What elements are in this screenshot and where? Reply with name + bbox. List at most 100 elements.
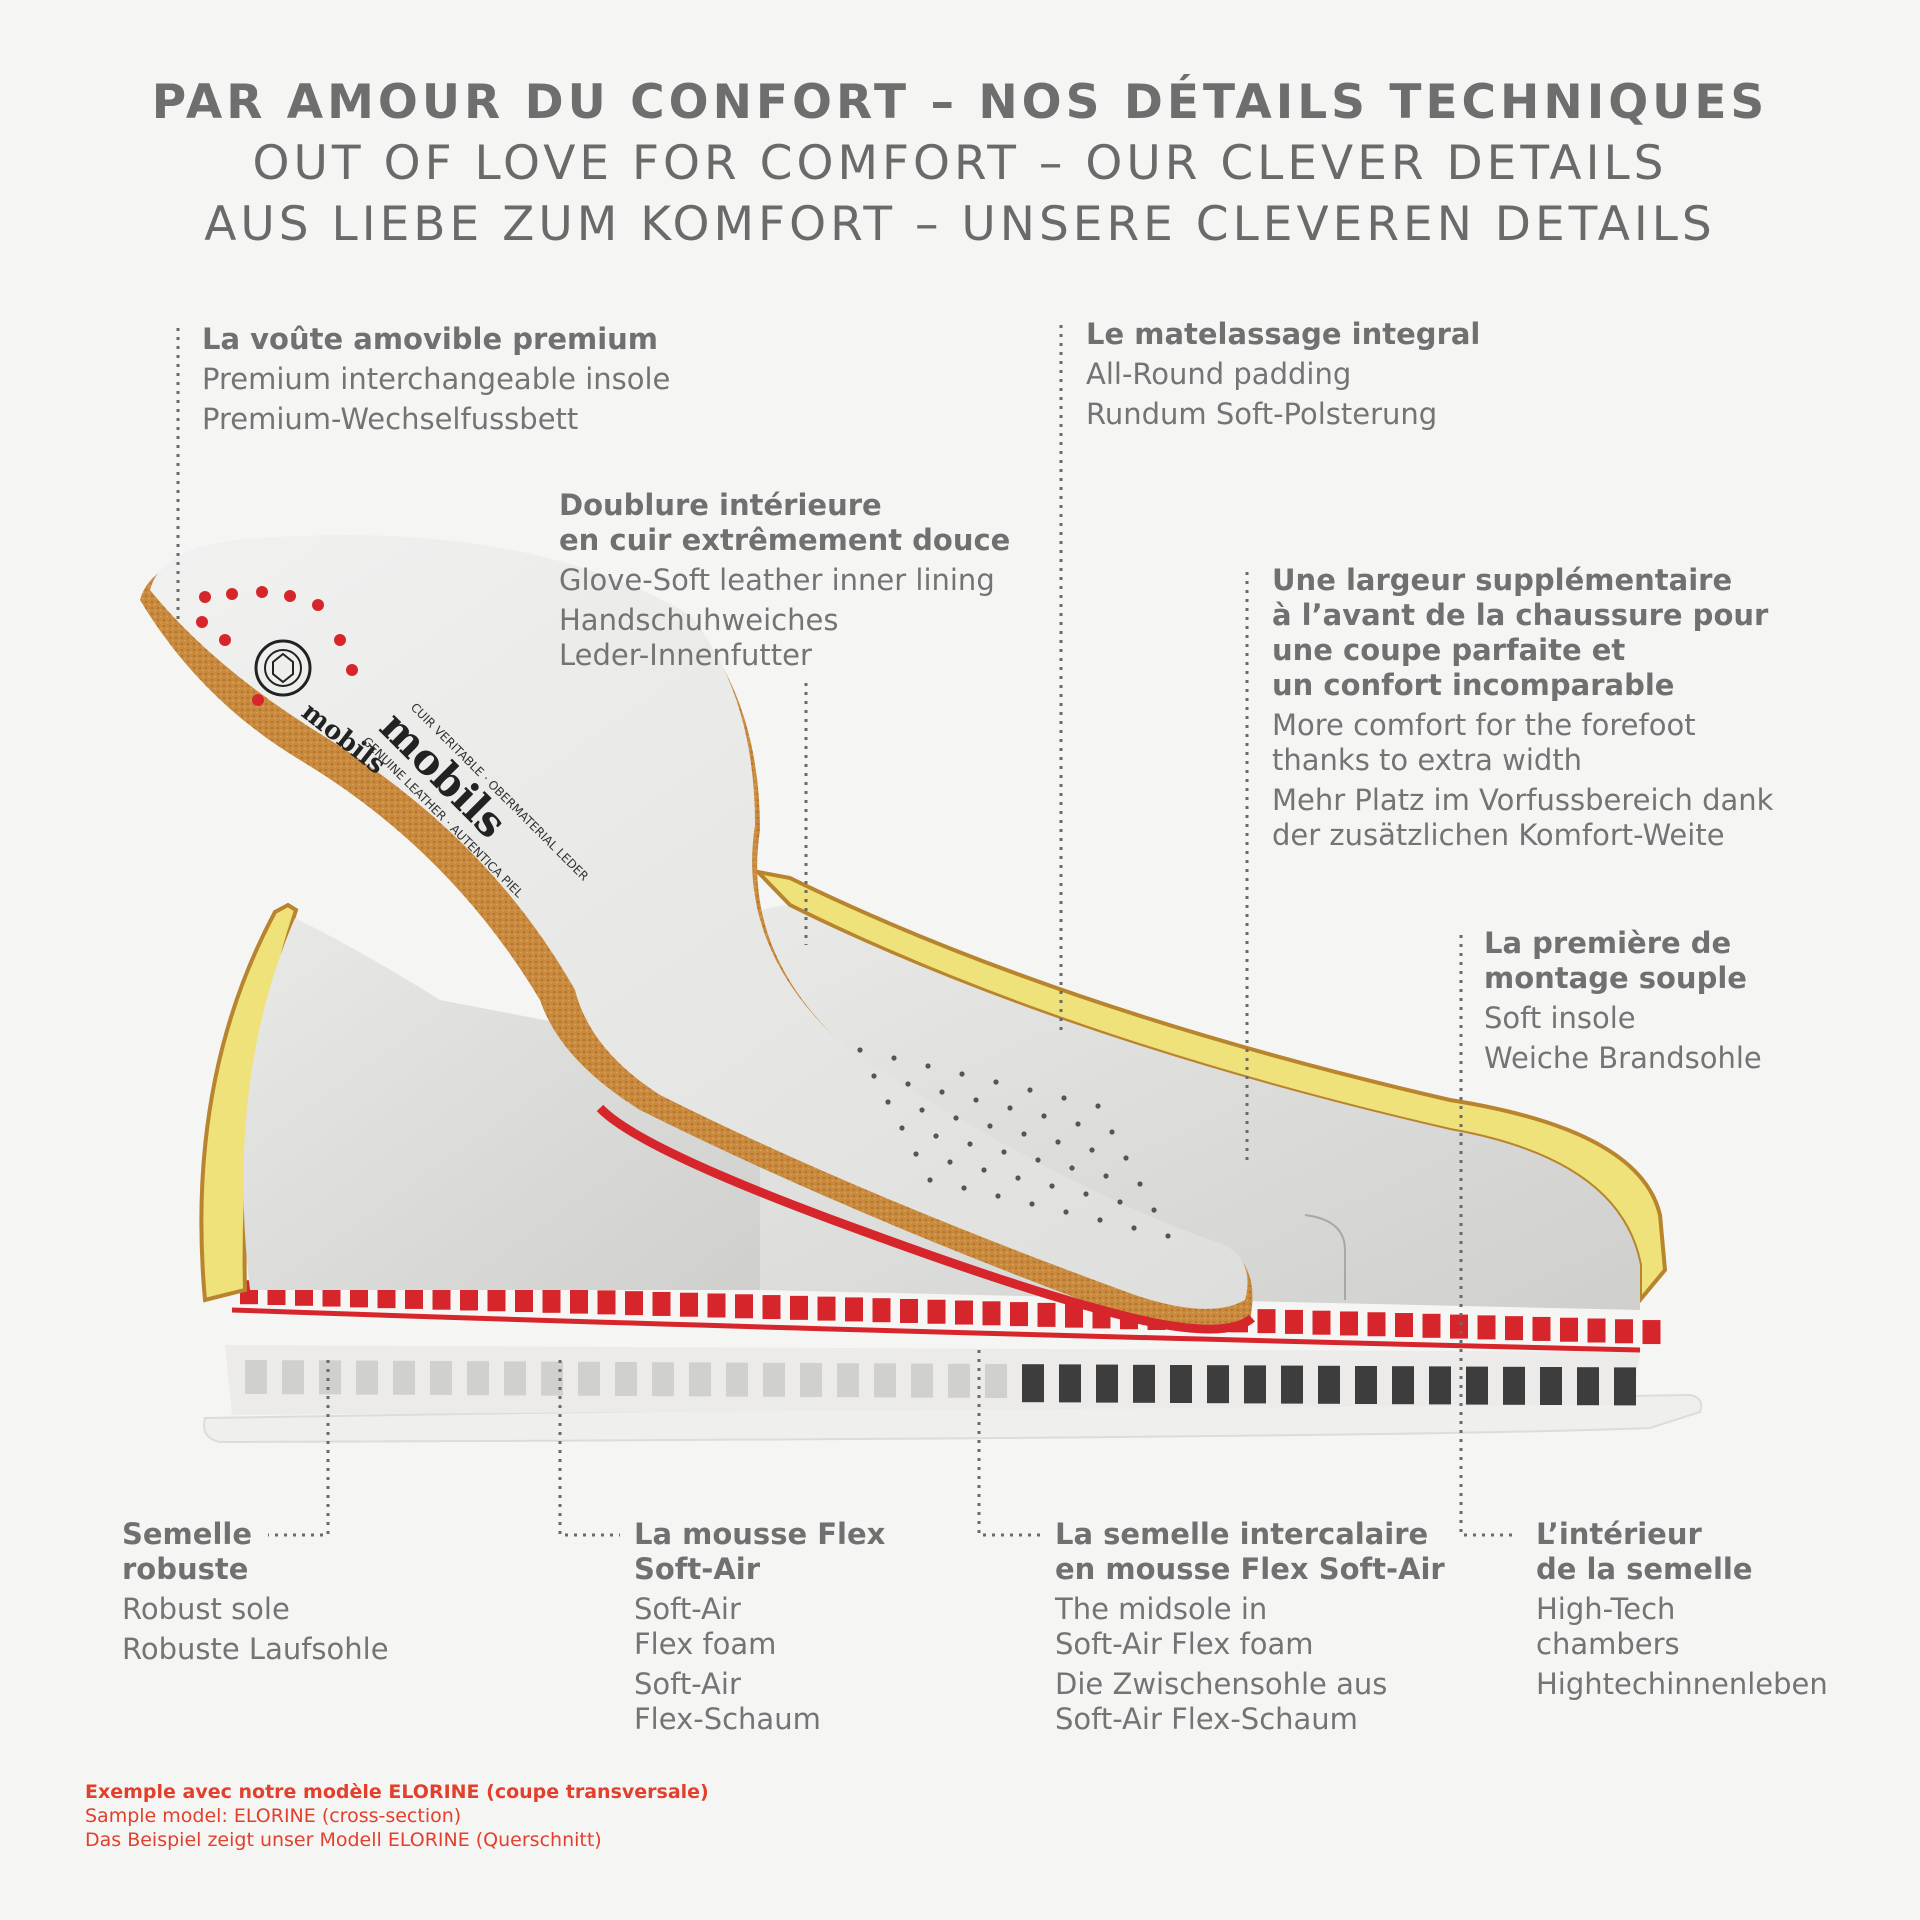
- perforation-dot: [1021, 1131, 1027, 1137]
- flex-foam-block: [817, 1296, 836, 1321]
- callout-text: Premium-Wechselfussbett: [202, 402, 579, 436]
- sole-chamber: [1318, 1365, 1340, 1404]
- leader-soft-insole: [1459, 935, 1515, 1537]
- flex-foam-block: [982, 1301, 1001, 1326]
- perforation-dot: [1123, 1155, 1129, 1161]
- callout-heading: montage souple: [1484, 961, 1747, 995]
- flex-foam-block: [955, 1300, 973, 1325]
- perforation-dot: [1001, 1149, 1007, 1155]
- sole-chamber: [985, 1364, 1007, 1398]
- midsole-red-line: [231, 1307, 1641, 1353]
- sole-chamber: [800, 1363, 822, 1397]
- sole-chamber: [578, 1361, 600, 1396]
- perforation-dot: [995, 1193, 1001, 1199]
- sole-chamber: [1503, 1366, 1525, 1405]
- flex-foam-block: [1587, 1318, 1606, 1343]
- flex-foam-block: [515, 1288, 533, 1313]
- callout-text: Soft-Air Flex foam: [1055, 1627, 1314, 1661]
- perforation-dot: [927, 1177, 933, 1183]
- callout-heading: La semelle intercalaire: [1055, 1517, 1429, 1551]
- sole-chamber: [467, 1361, 489, 1396]
- flex-foam-block: [1560, 1317, 1578, 1342]
- callout-heading: une coupe parfaite et: [1272, 633, 1626, 667]
- perforation-dot: [919, 1107, 925, 1113]
- perforation-dot: [981, 1167, 987, 1173]
- flex-foam-block: [377, 1284, 396, 1309]
- sole-chamber: [319, 1360, 341, 1395]
- flex-foam-block: [1422, 1313, 1441, 1338]
- sole-chamber: [763, 1362, 785, 1397]
- callout-sole: Semelle robuste Robust sole Robuste Lauf…: [122, 1517, 389, 1667]
- perforation-dot: [1083, 1191, 1089, 1197]
- flex-foam-block: [1615, 1319, 1633, 1344]
- sole-chamber: [1614, 1367, 1636, 1406]
- callout-heading: Une largeur supplémentaire: [1272, 563, 1733, 597]
- flex-foam-block: [487, 1287, 506, 1312]
- heel-hole-dot: [219, 634, 231, 646]
- perforation-dot: [925, 1063, 931, 1069]
- callout-text: The midsole in: [1055, 1592, 1268, 1626]
- sole-chamber: [1466, 1366, 1488, 1405]
- perforation-dot: [1027, 1087, 1033, 1093]
- callout-soft-insole: La première de montage souple Soft insol…: [1484, 926, 1762, 1076]
- flex-foam-block: [1257, 1309, 1276, 1334]
- flex-foam-block: [570, 1289, 588, 1314]
- perforation-dot: [1015, 1175, 1021, 1181]
- callout-text: Die Zwischensohle aus: [1055, 1667, 1388, 1701]
- note-en: Sample model: ELORINE (cross-section): [85, 1805, 462, 1827]
- flex-foam-block: [1037, 1302, 1056, 1327]
- perforation-dot: [871, 1073, 877, 1079]
- callout-text: Flex-Schaum: [634, 1702, 821, 1736]
- perforation-dot: [1063, 1209, 1069, 1215]
- insole-heel-holes: [196, 586, 358, 706]
- callout-midsole: La semelle intercalaire en mousse Flex S…: [1055, 1517, 1445, 1737]
- flex-foam-block: [597, 1290, 616, 1315]
- flex-foam-block: [1065, 1303, 1083, 1328]
- flex-foam-block: [927, 1299, 946, 1324]
- perforation-dot: [1151, 1207, 1157, 1213]
- callout-text: chambers: [1536, 1627, 1680, 1661]
- callout-text: Premium interchangeable insole: [202, 362, 671, 396]
- heel-hole-dot: [312, 599, 324, 611]
- callout-heading: à l’avant de la chaussure pour: [1272, 598, 1769, 632]
- sole-chamber: [874, 1363, 896, 1398]
- flex-foam-block: [790, 1295, 808, 1320]
- flex-foam-block: [735, 1294, 753, 1319]
- leader-foam: [558, 1360, 620, 1537]
- callout-heading: La mousse Flex: [634, 1517, 886, 1551]
- perforation-dot: [1029, 1201, 1035, 1207]
- title-block: PAR AMOUR DU CONFORT – NOS DÉTAILS TECHN…: [0, 72, 1920, 255]
- callout-insole: La voûte amovible premium Premium interc…: [202, 322, 670, 437]
- heel-hole-dot: [226, 588, 238, 600]
- sole-chamber: [615, 1362, 637, 1396]
- flex-foam-block: [1340, 1311, 1358, 1336]
- sole-chamber: [1577, 1367, 1599, 1406]
- flex-foam-block: [680, 1292, 698, 1317]
- sole-chamber: [1392, 1366, 1414, 1405]
- perforation-dot: [1061, 1095, 1067, 1101]
- flex-foam-block: [405, 1284, 423, 1309]
- perforation-dot: [933, 1133, 939, 1139]
- perforation-dot: [987, 1123, 993, 1129]
- perforation-dot: [885, 1099, 891, 1105]
- flex-foam-block: [432, 1285, 451, 1310]
- lining-seam: [1304, 1214, 1346, 1300]
- perforation-dot: [1097, 1217, 1103, 1223]
- callout-heading: Semelle: [122, 1517, 252, 1551]
- sole-chamber: [911, 1363, 933, 1398]
- sole-chamber: [504, 1361, 526, 1396]
- perforation-dot: [1095, 1103, 1101, 1109]
- flex-foam-block: [1477, 1315, 1496, 1340]
- sole-chamber: [948, 1363, 970, 1398]
- perforation-dot: [939, 1089, 945, 1095]
- sole-chamber: [837, 1363, 859, 1398]
- perforation-dot: [967, 1141, 973, 1147]
- perforation-dot: [973, 1097, 979, 1103]
- callout-text: Soft insole: [1484, 1001, 1636, 1035]
- leader-sole: [268, 1360, 330, 1537]
- perforation-dot: [1041, 1113, 1047, 1119]
- perforation-dot: [857, 1047, 863, 1053]
- sole-chamber: [282, 1360, 304, 1395]
